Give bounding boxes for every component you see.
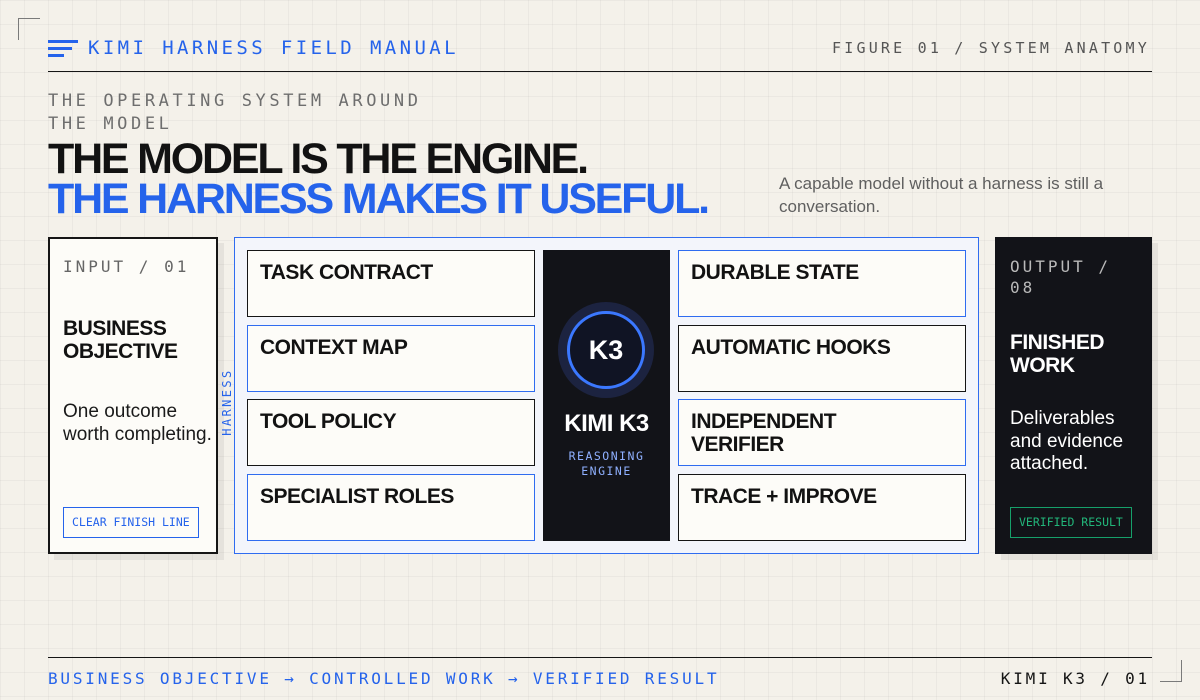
output-card-title: FINISHED WORK [1010,331,1105,377]
tagline: A capable model without a harness is sti… [779,174,1104,216]
input-card-badge: CLEAR FINISH LINE [63,507,199,538]
harness-side-label: HARNESS [219,362,235,442]
module-label: TASK CONTRACT [260,261,433,284]
engine-subtitle: REASONING ENGINE [568,449,645,478]
eyebrow-text: THE OPERATING SYSTEM AROUND THE MODEL [48,91,422,134]
module-context-map: CONTEXT MAP [247,325,535,392]
engine-name: KIMI K3 [564,410,649,437]
module-label: SPECIALIST ROLES [260,485,454,508]
headline-line-1: THE MODEL IS THE ENGINE. [48,135,589,183]
engine-badge-text: K3 [588,335,624,365]
output-card-label: OUTPUT / 08 [1010,257,1112,297]
footer-bar: BUSINESS OBJECTIVE → CONTROLLED WORK → V… [48,657,1152,695]
output-card-description: Deliverables and evidence attached. [1010,408,1124,474]
module-independent-verifier: INDEPENDENT VERIFIER [678,399,966,466]
module-label: CONTEXT MAP [260,336,408,359]
module-specialist-roles: SPECIALIST ROLES [247,474,535,541]
input-card-description: One outcome worth completing. [63,401,212,445]
module-label: DURABLE STATE [691,261,859,284]
menu-lines-icon [48,40,78,58]
module-label: TOOL POLICY [260,410,397,433]
module-task-contract: TASK CONTRACT [247,250,535,317]
module-trace-improve: TRACE + IMPROVE [678,474,966,541]
module-label: TRACE + IMPROVE [691,485,877,508]
corner-mark-bottom-right [1160,660,1182,682]
module-label: INDEPENDENT VERIFIER [691,410,837,456]
footer-page-id: KIMI K3 / 01 [1000,669,1150,688]
reasoning-engine-block: K3 KIMI K3 REASONING ENGINE [543,250,670,541]
brand-title: KIMI HARNESS FIELD MANUAL [88,37,459,59]
output-card-badge: VERIFIED RESULT [1010,507,1132,538]
header-bar: KIMI HARNESS FIELD MANUAL FIGURE 01 / SY… [48,36,1152,72]
module-label: AUTOMATIC HOOKS [691,336,891,359]
harness-label-text: HARNESS [220,368,234,436]
footer-flow: BUSINESS OBJECTIVE → CONTROLLED WORK → V… [48,669,720,688]
corner-mark-top-left [18,18,40,40]
module-automatic-hooks: AUTOMATIC HOOKS [678,325,966,392]
input-card-title: BUSINESS OBJECTIVE [63,317,178,363]
headline-line-2: THE HARNESS MAKES IT USEFUL. [48,175,710,223]
output-card: OUTPUT / 08 FINISHED WORK Deliverables a… [995,237,1152,554]
figure-label: FIGURE 01 / SYSTEM ANATOMY [832,39,1150,57]
engine-badge-ring: K3 [558,302,654,398]
engine-badge-circle: K3 [567,311,645,389]
input-card-label: INPUT / 01 [63,257,190,276]
module-tool-policy: TOOL POLICY [247,399,535,466]
input-card: INPUT / 01 BUSINESS OBJECTIVE One outcom… [48,237,218,554]
module-durable-state: DURABLE STATE [678,250,966,317]
